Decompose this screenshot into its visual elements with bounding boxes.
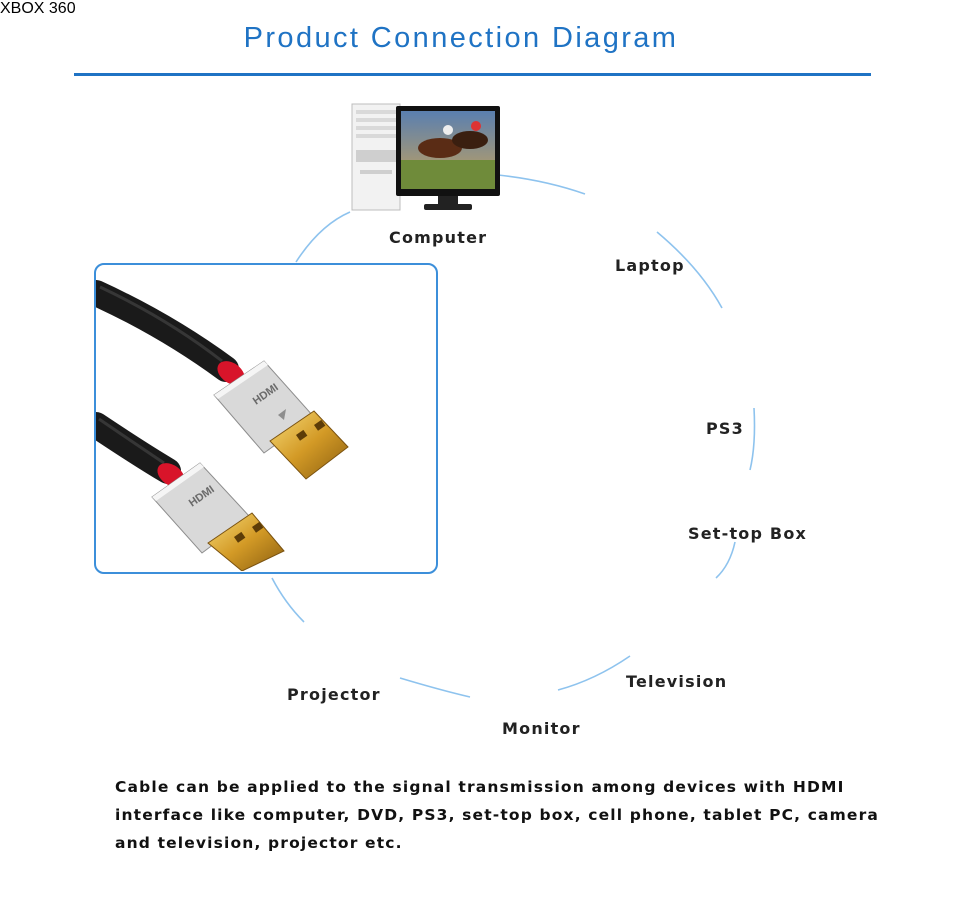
label-monitor: Monitor [502, 719, 581, 738]
ps3-icon: XBOX 360 [0, 0, 76, 17]
label-set-top-box: Set-top Box [688, 524, 808, 543]
connector-laptop-ps3 [656, 231, 723, 309]
hdmi-cable-illustration: HDMI HDMI [96, 280, 349, 572]
connector-settop-tv [715, 541, 736, 579]
label-computer: Computer [389, 228, 488, 247]
label-ps3: PS3 [706, 419, 744, 438]
connector-computer-laptop [497, 174, 586, 195]
xbox-logo-text: XBOX 360 [0, 0, 76, 17]
connector-tv-monitor [557, 655, 631, 691]
label-television: Television [626, 672, 728, 691]
computer-icon [351, 103, 500, 211]
label-projector: Projector [287, 685, 381, 704]
connector-cable-computer [295, 211, 351, 263]
connector-ps3-settop [749, 407, 756, 471]
connector-projector-cable [271, 577, 305, 623]
label-laptop: Laptop [615, 256, 685, 275]
page-title: Product Connection Diagram [243, 22, 679, 54]
hdmi-cable-image: HDMI HDMI [94, 263, 438, 574]
description-text: Cable can be applied to the signal trans… [115, 778, 880, 852]
connector-lines [271, 174, 756, 698]
title-underline [74, 73, 871, 76]
connector-monitor-projector [399, 677, 471, 698]
